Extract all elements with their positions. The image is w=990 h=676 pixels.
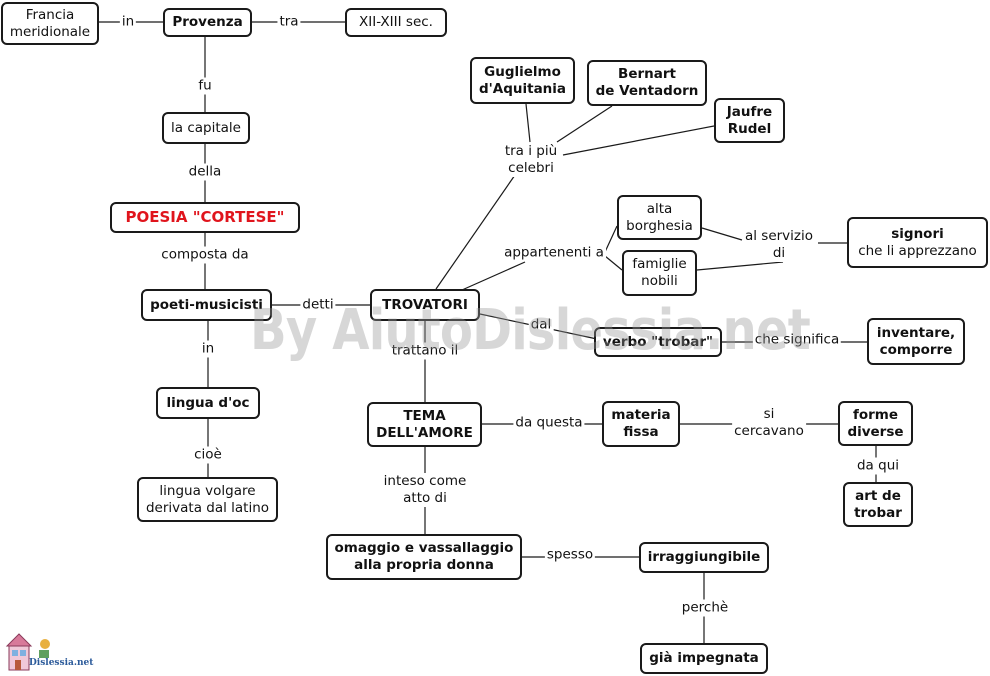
node-tema-amore: TEMA DELL'AMORE	[367, 402, 482, 447]
link-label-fu: fu	[196, 77, 214, 95]
link-label-perche: perchè	[679, 599, 731, 617]
node-poesia-cortese: POESIA "CORTESE"	[110, 202, 300, 233]
link-label-in: in	[119, 13, 137, 31]
node-poeti-musicisti: poeti-musicisti	[141, 289, 272, 321]
node-lingua-doc: lingua d'oc	[156, 387, 260, 419]
link-label-in-lingua: in	[199, 340, 217, 358]
node-art-de-trobar: art de trobar	[843, 482, 913, 527]
node-jaufre: Jaufre Rudel	[714, 98, 785, 143]
node-gia-impegnata: già impegnata	[640, 643, 768, 674]
link-label-al-servizio-di: al servizio di	[742, 228, 816, 262]
node-materia-fissa: materia fissa	[602, 401, 680, 447]
link-label-da-questa: da questa	[513, 414, 585, 432]
node-la-capitale: la capitale	[162, 112, 250, 144]
node-francia-meridionale: Francia meridionale	[1, 2, 99, 45]
signori-title: signori	[891, 225, 944, 242]
node-signori: signori che li apprezzano	[847, 217, 988, 268]
link-label-che-significa: che significa	[752, 331, 842, 349]
node-alta-borghesia: alta borghesia	[617, 195, 702, 240]
node-inventare-comporre: inventare, comporre	[867, 318, 965, 365]
link-label-detti: detti	[300, 296, 336, 314]
node-famiglie-nobili: famiglie nobili	[622, 250, 697, 296]
node-omaggio: omaggio e vassallaggio alla propria donn…	[326, 534, 522, 580]
link-label-dal: dal	[528, 316, 554, 334]
signori-subtitle: che li apprezzano	[858, 242, 977, 259]
node-forme-diverse: forme diverse	[838, 401, 913, 446]
node-lingua-volgare: lingua volgare derivata dal latino	[137, 477, 278, 522]
logo-text: Dislessia.net	[29, 658, 94, 668]
link-label-della: della	[186, 163, 224, 181]
link-label-tra-i-piu-celebri: tra i più celebri	[502, 143, 560, 177]
link-label-appartenenti-a: appartenenti a	[502, 244, 606, 262]
link-label-cioe: cioè	[192, 446, 224, 464]
link-label-si-cercavano: si cercavano	[732, 406, 806, 440]
link-label-trattano-il: trattano il	[389, 342, 461, 360]
node-trovatori: TROVATORI	[370, 289, 480, 321]
node-verbo-trobar: verbo "trobar"	[594, 327, 722, 357]
node-xii-xiii-sec: XII-XIII sec.	[345, 8, 447, 37]
link-label-composta-da: composta da	[159, 246, 251, 264]
aiutodislessia-logo: Dislessia.net	[5, 632, 97, 672]
link-label-da-qui: da qui	[854, 457, 902, 475]
node-bernart: Bernart de Ventadorn	[587, 60, 707, 106]
logo-house-icon	[5, 633, 50, 671]
link-label-tra: tra	[277, 13, 301, 31]
node-provenza: Provenza	[163, 8, 252, 37]
link-label-inteso-come-atto-di: inteso come atto di	[381, 473, 469, 507]
link-label-spesso: spesso	[544, 546, 596, 564]
node-irraggiungibile: irraggiungibile	[639, 542, 769, 573]
node-guglielmo: Guglielmo d'Aquitania	[470, 57, 575, 104]
